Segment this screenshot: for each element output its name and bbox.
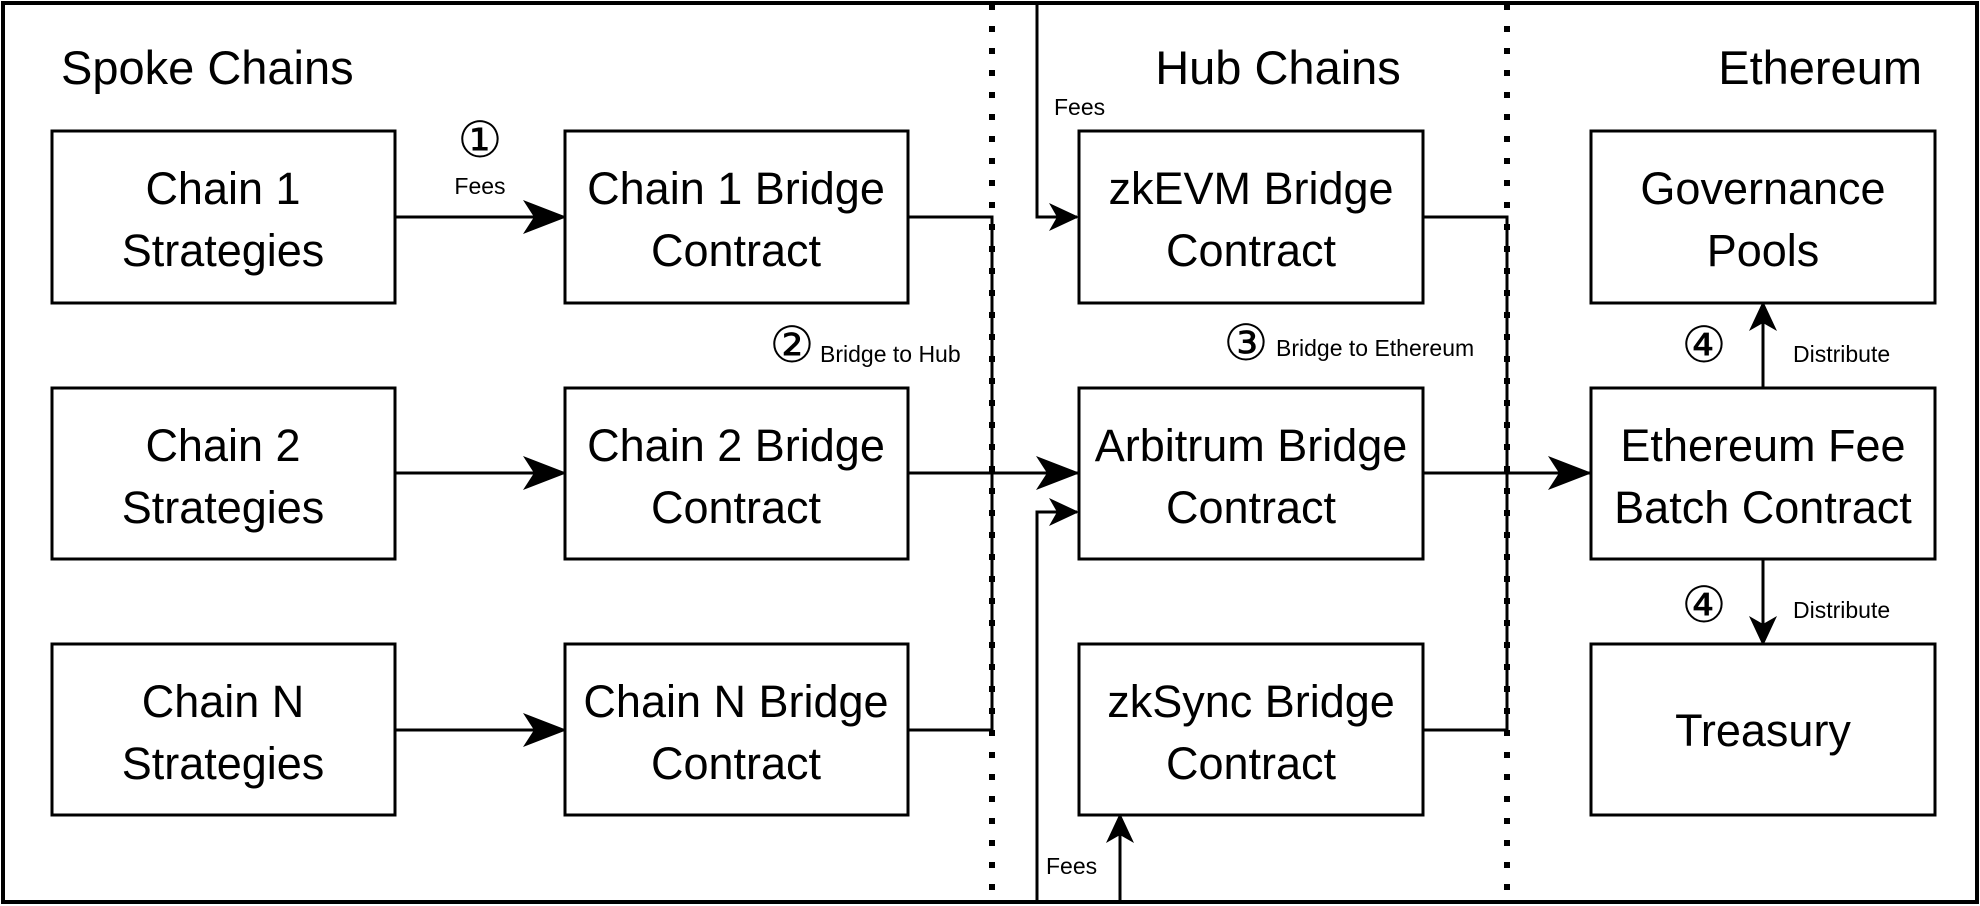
- box-label: Chain 2 Bridge: [587, 420, 885, 471]
- box-label: zkEVM Bridge: [1108, 163, 1393, 214]
- box-label: Contract: [651, 225, 822, 276]
- step-3-label: Bridge to Ethereum: [1276, 335, 1474, 361]
- box-chain2-strategies: Chain 2 Strategies: [50, 386, 397, 561]
- box-chainN-strategies: Chain N Strategies: [50, 642, 397, 817]
- box-arbitrum-bridge: Arbitrum Bridge Contract: [1077, 386, 1425, 561]
- arrow-fees-to-zkevm: [1035, 4, 1079, 231]
- box-treasury: Treasury: [1589, 642, 1937, 817]
- box-label: Chain 1 Bridge: [587, 163, 885, 214]
- fees-label-bottom: Fees: [1046, 853, 1097, 879]
- box-chain1-strategies: Chain 1 Strategies: [50, 129, 397, 305]
- step-4-label-governance: Distribute: [1793, 341, 1890, 367]
- box-label: Chain N: [142, 676, 305, 727]
- box-label: Pools: [1707, 225, 1820, 276]
- box-label: Contract: [1166, 225, 1337, 276]
- section-title-hub-chains: Hub Chains: [1155, 41, 1401, 94]
- box-label: Batch Contract: [1614, 482, 1912, 533]
- step-2-number: ②: [770, 316, 815, 374]
- box-zkevm-bridge: zkEVM Bridge Contract: [1077, 129, 1425, 305]
- section-title-ethereum: Ethereum: [1718, 41, 1922, 94]
- box-label: Governance: [1640, 163, 1885, 214]
- box-label: Treasury: [1675, 705, 1851, 756]
- box-label: Chain 2: [145, 420, 300, 471]
- fees-label-top: Fees: [1054, 94, 1105, 120]
- box-label: Contract: [1166, 482, 1337, 533]
- step-1-number: ①: [458, 111, 503, 169]
- step-3-number: ③: [1224, 314, 1269, 372]
- box-label: Contract: [1166, 738, 1337, 789]
- box-label: zkSync Bridge: [1107, 676, 1395, 727]
- box-label: Strategies: [122, 482, 325, 533]
- step-1-label: Fees: [454, 173, 505, 199]
- box-governance-pools: Governance Pools: [1589, 129, 1937, 305]
- arrow-fees-to-arbitrum: [1035, 498, 1079, 902]
- step-2-label: Bridge to Hub: [820, 341, 961, 367]
- box-chain2-bridge: Chain 2 Bridge Contract: [563, 386, 910, 561]
- step-4-number-treasury: ④: [1682, 576, 1727, 634]
- step-4-label-treasury: Distribute: [1793, 597, 1890, 623]
- box-label: Arbitrum Bridge: [1095, 420, 1408, 471]
- box-label: Strategies: [122, 225, 325, 276]
- box-label: Chain N Bridge: [583, 676, 888, 727]
- box-label: Contract: [651, 482, 822, 533]
- box-zksync-bridge: zkSync Bridge Contract: [1077, 642, 1425, 817]
- box-label: Chain 1: [145, 163, 300, 214]
- section-title-spoke-chains: Spoke Chains: [61, 41, 354, 94]
- box-chainN-bridge: Chain N Bridge Contract: [563, 642, 910, 817]
- box-label: Contract: [651, 738, 822, 789]
- step-4-number-governance: ④: [1682, 316, 1727, 374]
- box-label: Ethereum Fee: [1620, 420, 1905, 471]
- box-label: Strategies: [122, 738, 325, 789]
- box-ethereum-fee-batch: Ethereum Fee Batch Contract: [1589, 386, 1937, 561]
- box-chain1-bridge: Chain 1 Bridge Contract: [563, 129, 910, 305]
